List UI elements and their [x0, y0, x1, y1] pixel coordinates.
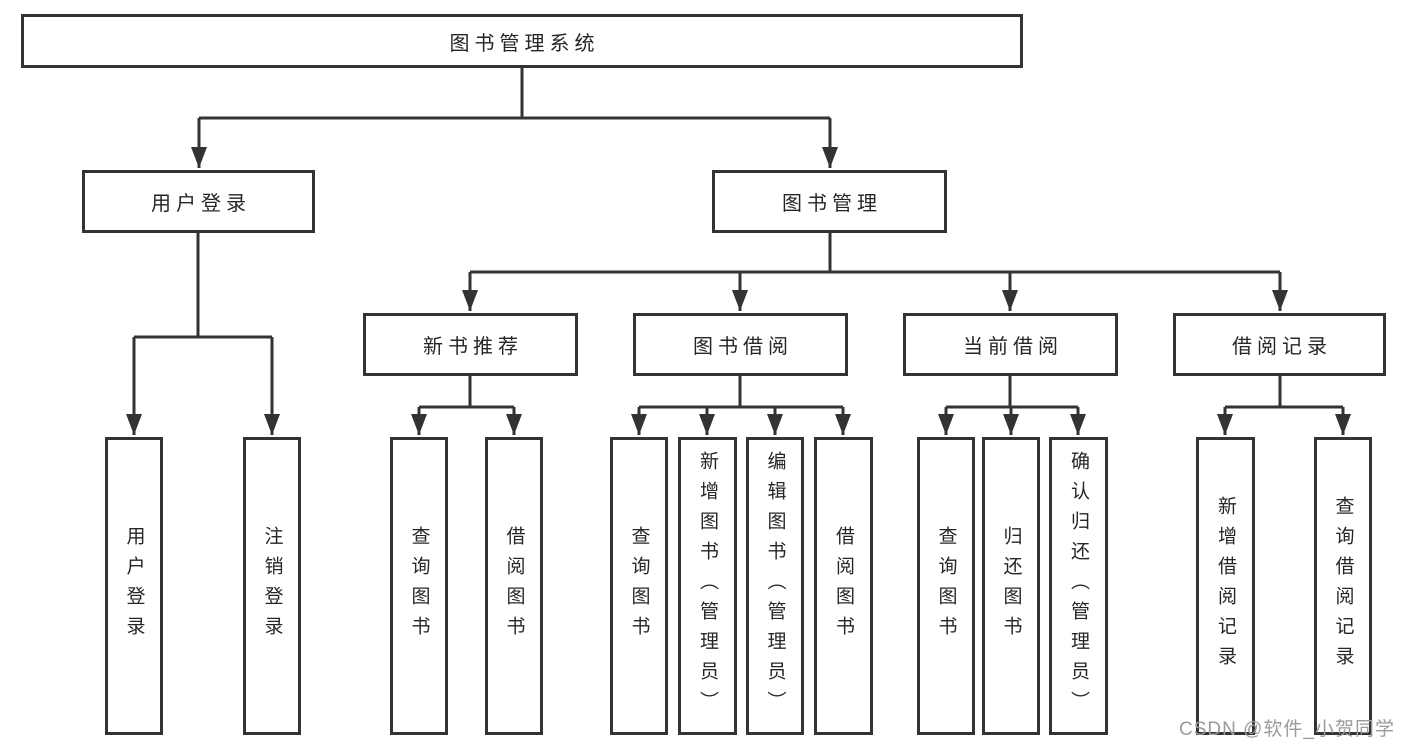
leaf-bb-borrow-books: 借阅图书: [814, 437, 873, 735]
leaf-bb-borrow-books-label: 借阅图书: [833, 526, 854, 646]
leaf-cb-return-books: 归还图书: [982, 437, 1040, 735]
leaf-logout-login-label: 注销登录: [261, 526, 283, 646]
node-user-login-label: 用户登录: [151, 193, 251, 215]
leaf-cb-query-books: 查询图书: [917, 437, 975, 735]
leaf-br-add-record: 新增借阅记录: [1196, 437, 1255, 735]
leaf-bb-query-books-label: 查询图书: [628, 526, 650, 646]
leaf-bb-edit-books-admin-label: 编辑图书（管理员）: [764, 451, 786, 721]
csdn-watermark: CSDN @软件_小贺同学: [1179, 719, 1395, 740]
node-book-borrow-label: 图书借阅: [693, 336, 793, 358]
node-user-login: 用户登录: [82, 170, 315, 233]
leaf-br-query-record-label: 查询借阅记录: [1332, 496, 1354, 676]
leaf-bb-edit-books-admin: 编辑图书（管理员）: [746, 437, 804, 735]
leaf-logout-login: 注销登录: [243, 437, 301, 735]
node-book-management-label: 图书管理: [782, 193, 882, 215]
node-book-borrow: 图书借阅: [633, 313, 848, 376]
node-new-book-recommend: 新书推荐: [363, 313, 578, 376]
leaf-br-query-record: 查询借阅记录: [1314, 437, 1372, 735]
leaf-cb-confirm-return-admin-label: 确认归还（管理员）: [1068, 451, 1089, 721]
leaf-br-add-record-label: 新增借阅记录: [1215, 496, 1236, 676]
leaf-user-login: 用户登录: [105, 437, 163, 735]
leaf-nbr-query-books: 查询图书: [390, 437, 448, 735]
node-book-management: 图书管理: [712, 170, 947, 233]
leaf-user-login-label: 用户登录: [123, 526, 145, 646]
leaf-nbr-borrow-books-label: 借阅图书: [503, 526, 525, 646]
node-current-borrow-label: 当前借阅: [963, 336, 1063, 358]
node-borrow-records-label: 借阅记录: [1232, 336, 1332, 358]
leaf-bb-query-books: 查询图书: [610, 437, 668, 735]
leaf-bb-add-books-admin: 新增图书（管理员）: [678, 437, 737, 735]
node-new-book-recommend-label: 新书推荐: [423, 336, 523, 358]
leaf-cb-return-books-label: 归还图书: [1000, 526, 1022, 646]
leaf-bb-add-books-admin-label: 新增图书（管理员）: [697, 451, 718, 721]
node-borrow-records: 借阅记录: [1173, 313, 1386, 376]
leaf-cb-confirm-return-admin: 确认归还（管理员）: [1049, 437, 1108, 735]
leaf-nbr-query-books-label: 查询图书: [408, 526, 430, 646]
leaf-nbr-borrow-books: 借阅图书: [485, 437, 543, 735]
node-library-management-system-label: 图书管理系统: [449, 32, 600, 55]
node-current-borrow: 当前借阅: [903, 313, 1118, 376]
leaf-cb-query-books-label: 查询图书: [935, 526, 957, 646]
node-library-management-system: 图书管理系统: [21, 14, 1023, 68]
